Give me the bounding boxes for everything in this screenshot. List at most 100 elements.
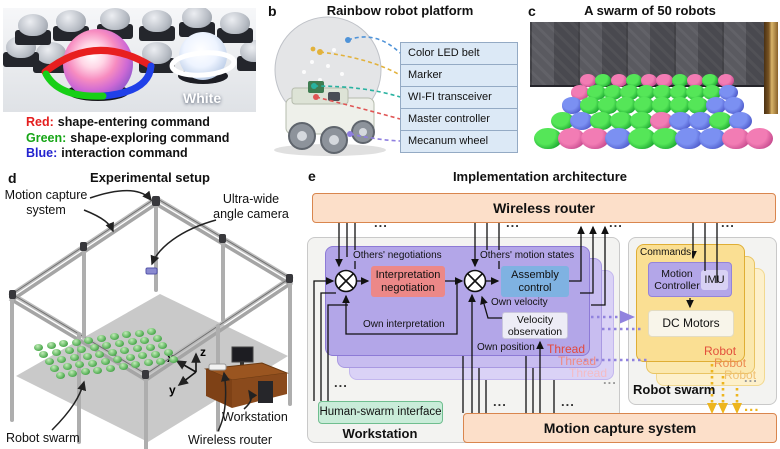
swarm-robot bbox=[561, 97, 583, 114]
rainbow-robot-illustration bbox=[274, 16, 401, 156]
connector-wifi bbox=[313, 85, 401, 98]
axis-label-z: z bbox=[200, 345, 206, 359]
swarm-robot-dot bbox=[68, 370, 78, 378]
swarm-robot-dot bbox=[64, 347, 74, 355]
thread-label-1: Thread bbox=[547, 342, 586, 356]
swarm-robot bbox=[597, 97, 619, 114]
swarm-robot bbox=[719, 85, 738, 100]
panel-d: d Experimental setup bbox=[0, 168, 300, 449]
blue-command-ring-arc bbox=[99, 62, 155, 100]
panel-a: a bbox=[0, 0, 258, 168]
swarm-robot-dot bbox=[46, 342, 56, 350]
workstation-caption: Workstation bbox=[342, 426, 418, 441]
swarm-robot bbox=[656, 74, 673, 87]
swarm-robot-dot bbox=[107, 349, 117, 356]
swarm-robot bbox=[603, 85, 623, 100]
frame-legs bbox=[10, 196, 292, 449]
own-interpretation-label: Own interpretation bbox=[362, 319, 446, 330]
command-robots-illustration bbox=[41, 29, 237, 101]
swarm-robot-dot bbox=[120, 347, 130, 355]
swarm-robot-dot bbox=[118, 363, 128, 370]
swarm-robot bbox=[702, 85, 722, 100]
swarm-robot bbox=[636, 85, 656, 100]
panel-d-title: Experimental setup bbox=[90, 170, 210, 185]
own-position-label: Own position bbox=[476, 342, 536, 353]
experimental-setup-drawing: z x y bbox=[8, 189, 294, 449]
swarm-robot-dot bbox=[122, 331, 132, 339]
swarm-robot-dot bbox=[109, 333, 119, 341]
wireless-router-label: Wireless router bbox=[188, 433, 273, 447]
combine-node-icon bbox=[334, 269, 358, 293]
swarm-robot bbox=[641, 74, 658, 87]
swarm-robot-dot bbox=[133, 345, 142, 353]
swarm-robot-dot bbox=[39, 351, 49, 358]
swarm-robot-dot bbox=[102, 342, 112, 349]
swarm-robot-dot bbox=[77, 345, 87, 353]
swarm-robot bbox=[653, 85, 672, 100]
swarm-robot bbox=[669, 85, 689, 100]
dot-led-belt bbox=[345, 37, 351, 43]
swarm-robot bbox=[570, 85, 590, 100]
dashed-gold-arrowheads bbox=[707, 403, 742, 414]
swarm-robot bbox=[745, 127, 774, 150]
robot-label-3: Robot bbox=[724, 368, 757, 382]
legend-term-blue: Blue: bbox=[26, 146, 58, 160]
swarm-robot-dot bbox=[80, 368, 90, 376]
component-row-led-belt: Color LED belt bbox=[401, 43, 517, 65]
swarm-robot bbox=[698, 127, 727, 150]
panel-b: b Rainbow robot platform bbox=[260, 0, 520, 168]
robot-swarm-caption: Robot swarm bbox=[633, 382, 716, 397]
swarm-robot bbox=[625, 74, 642, 87]
swarm-robot bbox=[604, 127, 633, 150]
ellipsis: ... bbox=[334, 375, 348, 390]
swarm-robot-dot bbox=[152, 334, 162, 342]
dot-controller bbox=[313, 94, 319, 100]
legend-line-green: Green:shape-exploring command bbox=[26, 131, 229, 147]
swarm-robot bbox=[705, 97, 727, 114]
swarm-robot-dot bbox=[97, 335, 106, 342]
commands-label: Commands bbox=[639, 247, 693, 258]
robot-label-1: Robot bbox=[704, 344, 737, 358]
swarm-robot-dot bbox=[140, 336, 150, 344]
legend-term-green: Green: bbox=[26, 130, 67, 145]
ultra-wide-camera-label: Ultra-wide angle camera bbox=[213, 192, 289, 221]
panel-e-title: Implementation architecture bbox=[452, 169, 628, 184]
swarm-robot bbox=[669, 97, 691, 114]
human-swarm-interface-block: Human-swarm interface bbox=[318, 401, 443, 424]
others-negotiations-label: Others' negotiations bbox=[352, 250, 443, 261]
swarm-robot bbox=[702, 74, 719, 87]
swarm-robot-dot bbox=[44, 358, 54, 365]
swarm-robot-dot bbox=[34, 344, 43, 351]
dashed-purple-arrowhead bbox=[620, 310, 635, 324]
background-robot bbox=[217, 12, 253, 43]
ellipsis: ... bbox=[493, 394, 507, 409]
legend-line-red: Red:shape-entering command bbox=[26, 115, 229, 131]
swarm-robot-dot bbox=[158, 341, 168, 349]
swarm-robot bbox=[687, 97, 709, 114]
component-label-table: Color LED belt Marker WI-FI transceiver … bbox=[400, 42, 518, 153]
swarm-robot-dot bbox=[84, 336, 94, 344]
swarm-robot-dot bbox=[156, 357, 166, 365]
swarm-robot-dot bbox=[145, 343, 155, 351]
robot-swarm-grid bbox=[0, 168, 300, 449]
swarm-robot bbox=[671, 74, 688, 87]
ellipsis-gold: ... bbox=[744, 398, 760, 415]
swarm-robot bbox=[723, 97, 745, 114]
ellipsis: ... bbox=[603, 372, 617, 387]
swarm-robot-dot bbox=[59, 340, 69, 348]
dot-wheel bbox=[347, 131, 353, 137]
swarm-robot-dot bbox=[127, 338, 137, 346]
swarm-robot bbox=[550, 111, 574, 130]
swarm-robot-dot bbox=[115, 340, 124, 348]
combine-node-icon bbox=[463, 269, 487, 293]
coordinate-axes bbox=[175, 352, 201, 386]
thread-label-3: Thread bbox=[569, 366, 608, 380]
swarm-robot-dot bbox=[82, 352, 92, 360]
swarm-robot bbox=[689, 111, 713, 130]
legend-desc-green: shape-exploring command bbox=[70, 130, 230, 145]
ellipsis: ... bbox=[721, 215, 735, 230]
swarm-robot bbox=[686, 85, 705, 100]
